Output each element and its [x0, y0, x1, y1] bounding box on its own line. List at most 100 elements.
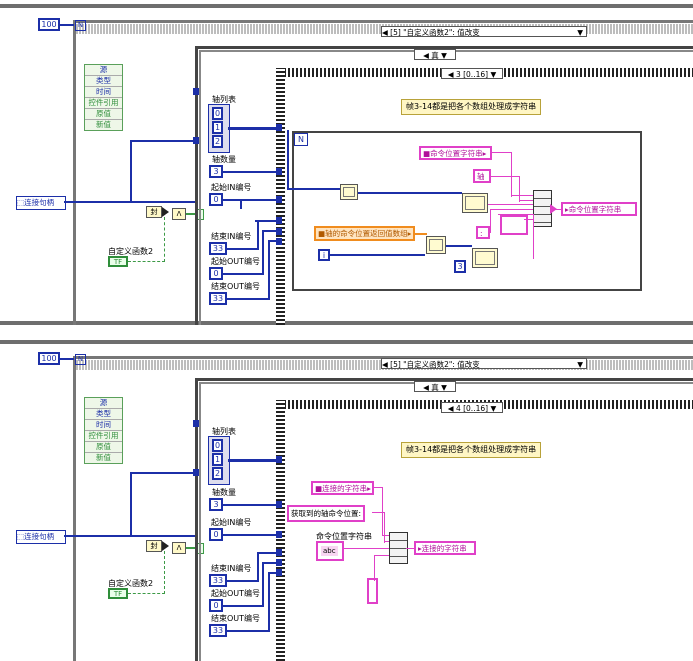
- start-out-constant[interactable]: 0: [209, 267, 223, 280]
- frame-selector[interactable]: ◀ 4 [0..16] ▼: [441, 402, 503, 413]
- event-field[interactable]: 时间: [85, 87, 122, 98]
- index-array-node[interactable]: [426, 236, 446, 254]
- dropdown-icon[interactable]: ▼: [441, 51, 447, 60]
- event-field[interactable]: 原值: [85, 442, 122, 453]
- axis-item[interactable]: 0: [212, 439, 223, 452]
- string-wire: [382, 535, 389, 536]
- dec-arrow-icon[interactable]: ◀: [382, 360, 388, 369]
- string-wire: [524, 219, 533, 220]
- dropdown-icon[interactable]: ▼: [577, 28, 583, 37]
- start-in-constant[interactable]: 0: [209, 528, 223, 541]
- range-wire: [257, 552, 277, 554]
- empty-string-const[interactable]: [367, 578, 378, 604]
- dec-arrow-icon[interactable]: ◀: [423, 51, 429, 60]
- range-wire: [268, 572, 270, 632]
- event-field[interactable]: 源: [85, 65, 122, 76]
- frame-selector[interactable]: ◀ 3 [0..16] ▼: [441, 68, 503, 79]
- bool-case-selector[interactable]: ◀ 真 ▼: [414, 381, 456, 392]
- event-field[interactable]: 控件引用: [85, 98, 122, 109]
- dec-arrow-icon[interactable]: ◀: [423, 383, 429, 392]
- index-array-node[interactable]: [340, 184, 358, 200]
- dec-arrow-icon[interactable]: ◀: [447, 70, 454, 79]
- array-icon: ■: [318, 229, 326, 238]
- colon-const[interactable]: :: [476, 226, 490, 239]
- and-node[interactable]: Λ: [172, 208, 186, 220]
- tf-indicator[interactable]: TF: [108, 588, 128, 599]
- cmd-pos-input[interactable]: ■命令位置字符串▸: [419, 146, 492, 160]
- unbundle-node[interactable]: 封: [146, 206, 162, 218]
- get-pos-const[interactable]: 获取到的轴命令位置:: [287, 505, 366, 522]
- string-wire: [498, 214, 534, 259]
- event-case-selector[interactable]: ◀ [5] "自定义函数2": 值改变 ▼: [381, 26, 587, 37]
- end-in-label: 结束IN编号: [211, 232, 252, 241]
- count-wire: [223, 504, 277, 506]
- dropdown-icon[interactable]: ▼: [441, 383, 447, 392]
- string-wire: [374, 555, 385, 581]
- cmd-str-label: 命令位置字符串: [316, 532, 372, 541]
- event-field[interactable]: 类型: [85, 409, 122, 420]
- start-out-label: 起始OUT编号: [211, 257, 261, 266]
- string-wire: [511, 195, 533, 197]
- event-field[interactable]: 源: [85, 398, 122, 409]
- start-out-label: 起始OUT编号: [211, 589, 261, 598]
- loop-n-terminal[interactable]: N: [294, 133, 308, 146]
- axis-item[interactable]: 2: [212, 467, 223, 480]
- axis-char-const[interactable]: 轴: [473, 169, 491, 183]
- handle-control[interactable]: ⬚连接句柄: [16, 196, 66, 210]
- concat-string-output[interactable]: ▸连接的字符串: [414, 541, 476, 555]
- range-wire: [262, 562, 277, 564]
- arrow-right-icon: ▸: [565, 205, 569, 214]
- axis-item[interactable]: 1: [212, 121, 223, 134]
- event-field[interactable]: 控件引用: [85, 431, 122, 442]
- end-out-constant[interactable]: 33: [209, 624, 227, 637]
- handle-control[interactable]: ⬚连接句柄: [16, 530, 66, 544]
- start-out-constant[interactable]: 0: [209, 599, 223, 612]
- axis-count-constant[interactable]: 3: [209, 498, 223, 511]
- start-in-constant[interactable]: 0: [209, 193, 223, 206]
- bool-case-selector[interactable]: ◀ 真 ▼: [414, 49, 456, 60]
- abc-icon: abc: [321, 546, 338, 556]
- bottom-border: [0, 321, 693, 325]
- num-to-string-node[interactable]: [472, 248, 498, 268]
- event-field[interactable]: 时间: [85, 420, 122, 431]
- empty-string-const[interactable]: [500, 215, 528, 235]
- end-out-constant[interactable]: 33: [209, 292, 227, 305]
- loop-count-terminal: N: [75, 354, 86, 365]
- iteration-count-constant[interactable]: 100: [38, 18, 60, 31]
- axis-count-constant[interactable]: 3: [209, 165, 223, 178]
- cmd-pos-output[interactable]: ▸命令位置字符串: [561, 202, 637, 216]
- unbundle-node[interactable]: 封: [146, 540, 162, 552]
- dropdown-icon[interactable]: ▼: [490, 404, 497, 413]
- string-wire: [490, 209, 517, 233]
- dec-arrow-icon[interactable]: ◀: [382, 28, 388, 37]
- string-wire: [516, 209, 533, 210]
- dec-arrow-icon[interactable]: ◀: [447, 404, 454, 413]
- and-node[interactable]: Λ: [172, 542, 186, 554]
- tf-indicator[interactable]: TF: [108, 256, 128, 267]
- dropdown-icon[interactable]: ▼: [490, 70, 497, 79]
- iteration-count-constant[interactable]: 100: [38, 352, 60, 365]
- event-field[interactable]: 类型: [85, 76, 122, 87]
- concat-string-input[interactable]: ■连接的字符串▸: [311, 481, 374, 495]
- axis-cmd-array[interactable]: ■轴的命令位置返回值数组▸: [314, 226, 415, 241]
- num-to-string-node[interactable]: [462, 193, 488, 213]
- tunnel: [276, 456, 282, 463]
- dropdown-icon[interactable]: ▼: [577, 360, 583, 369]
- loop-i-terminal[interactable]: i: [318, 249, 330, 261]
- axis-item[interactable]: 0: [212, 107, 223, 120]
- arrow-icon: [162, 541, 169, 551]
- end-in-constant[interactable]: 33: [209, 242, 227, 255]
- arrow-icon: [550, 204, 557, 214]
- event-field[interactable]: 原值: [85, 109, 122, 120]
- cmd-str-indicator[interactable]: abc: [316, 541, 344, 561]
- axis-item[interactable]: 2: [212, 135, 223, 148]
- range-wire: [227, 298, 269, 300]
- end-in-constant[interactable]: 33: [209, 574, 227, 587]
- arrow-right-icon: ▸: [482, 149, 487, 158]
- axis-item[interactable]: 1: [212, 453, 223, 466]
- event-field[interactable]: 新值: [96, 453, 111, 462]
- event-case-selector[interactable]: ◀ [5] "自定义函数2": 值改变 ▼: [381, 358, 587, 369]
- width-constant[interactable]: 3: [454, 260, 466, 273]
- event-field[interactable]: 新值: [96, 120, 111, 129]
- handle-wire-up: [130, 472, 132, 536]
